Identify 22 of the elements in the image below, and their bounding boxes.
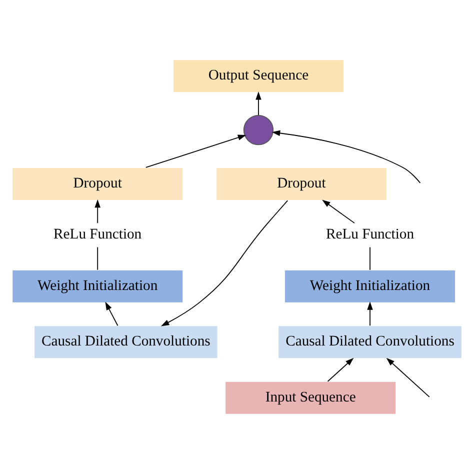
- node-box: Input Sequence: [224, 380, 397, 415]
- arrow: [256, 91, 262, 116]
- node-box: Causal Dilated Convolutions: [34, 325, 218, 360]
- arrow: [160, 200, 288, 326]
- arrow: [322, 200, 355, 224]
- arrow: [327, 358, 354, 382]
- node-box: Dropout: [216, 167, 388, 201]
- arrow: [386, 358, 430, 398]
- connector: [97, 246, 98, 270]
- node-circle: [243, 114, 274, 146]
- node-box: Causal Dilated Convolutions: [278, 325, 462, 360]
- node-box: Weight Initialization: [284, 269, 456, 304]
- arrow: [94, 199, 100, 224]
- node-text: ReLu Function: [54, 226, 142, 243]
- node-box: Dropout: [12, 167, 184, 201]
- arrow: [272, 130, 421, 184]
- arrow: [145, 134, 246, 168]
- node-box: Weight Initialization: [12, 269, 184, 304]
- arrow: [367, 302, 373, 326]
- arrow: [105, 302, 118, 326]
- node-text: ReLu Function: [326, 226, 414, 243]
- node-box: Output Sequence: [172, 59, 344, 94]
